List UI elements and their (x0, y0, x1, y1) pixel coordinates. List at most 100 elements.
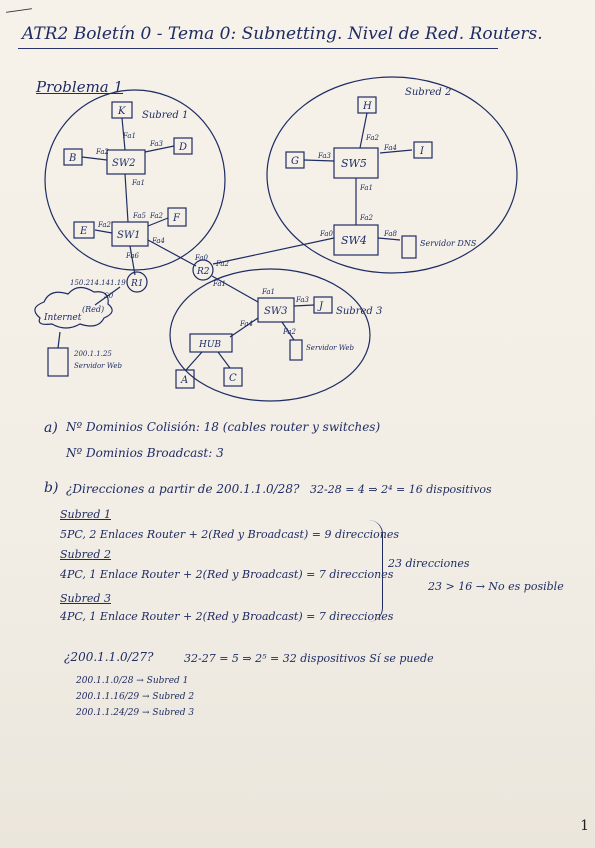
link-sw4-dns (377, 237, 401, 241)
host-h (357, 96, 377, 114)
link-f-sw1 (147, 217, 169, 227)
link-r2-sw4 (212, 237, 335, 265)
answer-b-label: b) (44, 480, 59, 496)
answer-a-label: a) (44, 420, 58, 436)
host-k (111, 101, 133, 119)
r1-ip-label: 150.214.141.19 (70, 279, 126, 287)
link-r2-sw3 (211, 275, 259, 303)
port-label: Fa2 (282, 328, 297, 336)
subnet2-cloud (266, 76, 518, 274)
port-label: Fa4 (151, 237, 165, 245)
subnet2-line: 4PC, 1 Enlace Router + 2(Red y Broadcast… (60, 568, 394, 581)
link-sw3-j (293, 304, 315, 307)
host-e-label: E (79, 226, 88, 237)
web-server-200 (47, 347, 69, 377)
r1-label: R1 (130, 279, 144, 289)
web-server-sw3 (289, 339, 303, 361)
link-i-sw5 (379, 149, 413, 154)
answer-b-question: ¿Direcciones a partir de 200.1.1.0/28? (66, 482, 300, 496)
subnet1-title: Subred 1 (60, 508, 111, 521)
port-label: Fa1 (131, 179, 145, 187)
subnet1-line: 5PC, 2 Enlaces Router + 2(Red y Broadcas… (60, 528, 400, 541)
link-d-sw2 (144, 145, 175, 153)
title-underline (18, 48, 498, 49)
allocation-subnet3: 200.1.1.24/29 → Subred 3 (76, 708, 195, 718)
port-label: S0 (104, 292, 114, 300)
link-hub-c (217, 351, 231, 369)
sw4-label: SW4 (341, 234, 367, 247)
answer-a-broadcast: Nº Dominios Broadcast: 3 (66, 446, 224, 460)
host-f (167, 207, 187, 227)
host-d-label: D (178, 142, 187, 153)
sw1-box (111, 221, 149, 247)
host-k-label: K (117, 106, 126, 117)
link-b-sw2 (81, 156, 108, 161)
r2-label: R2 (196, 267, 210, 277)
hub-label: HUB (198, 340, 221, 350)
link-h-sw5 (359, 112, 368, 149)
port-label: Fa1 (359, 184, 373, 192)
r2-circle (192, 259, 214, 281)
subnet2-label: Subred 2 (405, 87, 451, 98)
sw4-box (333, 224, 379, 256)
internet-label: Internet (43, 313, 82, 323)
subnet3-line: 4PC, 1 Enlace Router + 2(Red y Broadcast… (60, 610, 394, 623)
web-server-label: Servidor Web (74, 362, 123, 370)
link-sw1-r1 (129, 245, 136, 276)
subnet3-label: Subred 3 (336, 306, 382, 317)
host-j-label: J (317, 301, 324, 312)
port-label: Fa1 (261, 288, 275, 296)
port-label: Fa3 (149, 140, 164, 148)
dns-server (401, 235, 417, 259)
answer-a-collision: Nº Dominios Colisión: 18 (cables router … (66, 420, 381, 434)
page-title: ATR2 Boletín 0 - Tema 0: Subnetting. Niv… (22, 24, 543, 44)
link-sw3-web (281, 321, 295, 341)
page-number: 1 (580, 818, 589, 834)
port-label: Fa2 (215, 260, 230, 268)
sw2-label: SW2 (112, 158, 136, 169)
host-f-label: F (172, 213, 181, 224)
allocation-subnet1: 200.1.1.0/28 → Subred 1 (76, 676, 189, 686)
host-j (313, 296, 333, 314)
sw5-box (333, 147, 379, 179)
port-label: Fa2 (359, 214, 374, 222)
port-label: Fa3 (317, 152, 332, 160)
internet-sub-label: (Red) (82, 305, 104, 314)
host-d (173, 137, 193, 155)
sw1-label: SW1 (117, 230, 141, 241)
host-e (73, 221, 95, 239)
hub-box (189, 333, 233, 353)
port-label: Fa8 (383, 230, 398, 238)
host-c-label: C (229, 373, 237, 384)
answer-b-calc: 32-28 = 4 ⇒ 2⁴ = 16 dispositivos (310, 483, 492, 496)
port-label: Fa3 (295, 296, 310, 304)
summary-brace (368, 520, 383, 622)
web-server-sw3-label: Servidor Web (306, 344, 355, 352)
link-e-sw1 (94, 229, 113, 234)
host-g (285, 151, 305, 169)
host-a-label: A (180, 375, 188, 386)
port-label: Fa2 (365, 134, 380, 142)
allocation-subnet2: 200.1.1.16/29 → Subred 2 (76, 692, 195, 702)
link-hub-a (185, 351, 203, 371)
link-sw2-sw1 (124, 173, 129, 223)
dns-server-label: Servidor DNS (420, 239, 477, 248)
subnet3-title: Subred 3 (60, 592, 111, 605)
host-a (175, 369, 195, 389)
subnet1-cloud (44, 89, 226, 271)
host-h-label: H (362, 101, 372, 112)
port-label: Fa2 (97, 221, 112, 229)
link-internet-web (57, 331, 61, 349)
host-i (413, 141, 433, 159)
host-b-label: B (68, 153, 76, 164)
port-label: Fa4 (239, 320, 253, 328)
link-k-sw2 (121, 117, 126, 151)
port-label: Fa1 (212, 280, 226, 288)
r1-circle (126, 271, 148, 293)
port-label: Fa4 (383, 144, 397, 152)
subnet3-cloud (169, 268, 371, 402)
link-sw3-hub (229, 317, 259, 338)
port-label: Fa0 (194, 254, 209, 262)
